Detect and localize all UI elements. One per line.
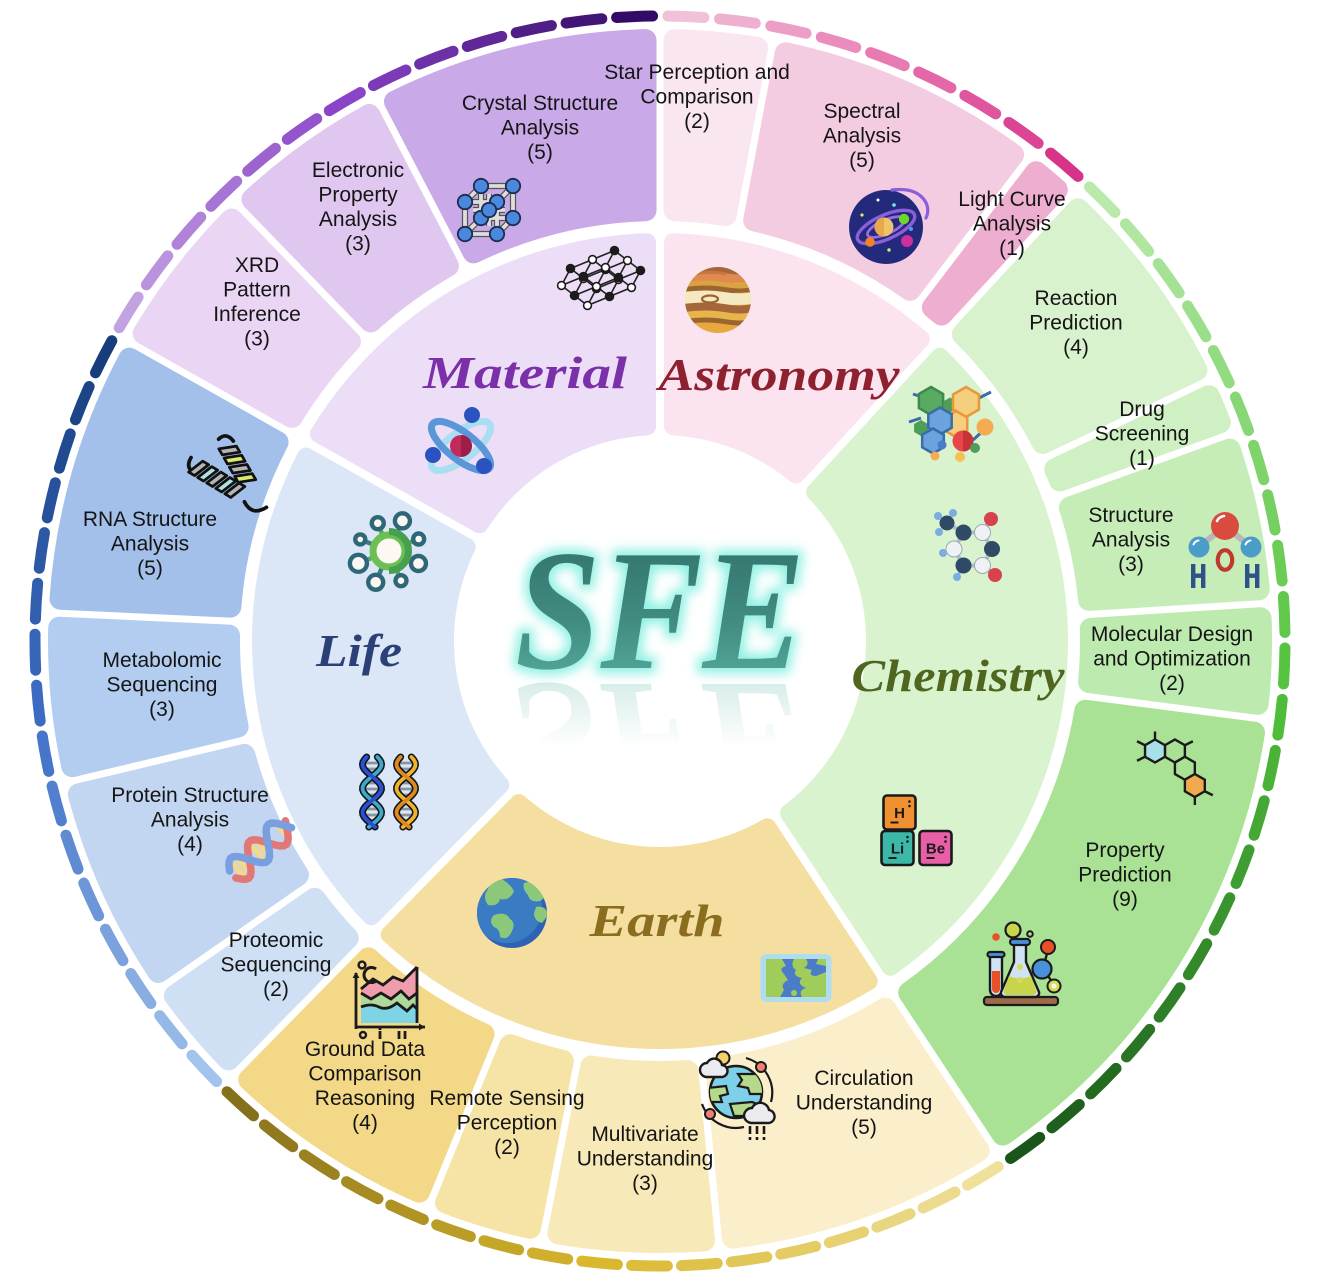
svg-text:Astronomy: Astronomy [655, 349, 900, 400]
svg-text:and Optimization: and Optimization [1093, 648, 1251, 671]
svg-text:(3): (3) [1118, 553, 1144, 576]
svg-text:Analysis: Analysis [973, 213, 1051, 236]
svg-text:Proteomic: Proteomic [229, 929, 324, 952]
svg-text:Perception: Perception [457, 1112, 557, 1135]
svg-text:Structure: Structure [1088, 504, 1173, 527]
svg-text:Analysis: Analysis [823, 125, 901, 148]
svg-text:Drug: Drug [1119, 398, 1165, 421]
svg-text:(9): (9) [1112, 888, 1138, 911]
svg-text:(1): (1) [999, 237, 1025, 260]
svg-text:Molecular Design: Molecular Design [1091, 623, 1253, 646]
svg-text:Reasoning: Reasoning [315, 1087, 415, 1110]
svg-text:Pattern: Pattern [223, 278, 291, 301]
svg-text:Reaction: Reaction [1035, 287, 1118, 310]
svg-text:Chemistry: Chemistry [852, 650, 1066, 701]
svg-text:(5): (5) [851, 1116, 877, 1139]
svg-text:(3): (3) [632, 1172, 658, 1195]
svg-text:(3): (3) [149, 698, 175, 721]
svg-text:Be: Be [926, 841, 945, 858]
svg-text:Ground Data: Ground Data [305, 1038, 426, 1061]
svg-text:Light Curve: Light Curve [958, 188, 1065, 211]
svg-text:Remote Sensing: Remote Sensing [429, 1087, 584, 1110]
svg-text:Understanding: Understanding [577, 1148, 714, 1171]
svg-text:(3): (3) [345, 232, 371, 255]
svg-text:Li: Li [891, 841, 904, 858]
svg-text:Crystal Structure: Crystal Structure [462, 92, 618, 115]
svg-text:Understanding: Understanding [796, 1092, 933, 1115]
svg-text:Analysis: Analysis [151, 809, 229, 832]
svg-text:Spectral: Spectral [823, 100, 900, 123]
svg-text:Electronic: Electronic [312, 159, 404, 182]
svg-text:H: H [894, 805, 905, 822]
svg-text:Sequencing: Sequencing [221, 954, 332, 977]
svg-text:Analysis: Analysis [501, 117, 579, 140]
svg-text:Comparison: Comparison [308, 1062, 421, 1085]
svg-text:Screening: Screening [1095, 423, 1190, 446]
svg-text:Life: Life [315, 625, 402, 676]
svg-text:Inference: Inference [213, 303, 301, 326]
svg-text:RNA Structure: RNA Structure [83, 508, 217, 531]
svg-text:Metabolomic: Metabolomic [102, 649, 221, 672]
svg-text:Material: Material [422, 347, 628, 398]
svg-text:Property: Property [318, 183, 398, 206]
svg-text:Multivariate: Multivariate [591, 1123, 698, 1146]
svg-text:Star Perception and: Star Perception and [604, 61, 790, 84]
svg-text:(2): (2) [684, 110, 710, 133]
svg-text:Comparison: Comparison [640, 86, 753, 109]
svg-text:Analysis: Analysis [111, 533, 189, 556]
svg-text:Prediction: Prediction [1078, 864, 1171, 887]
svg-text:Protein Structure: Protein Structure [111, 784, 269, 807]
svg-text:(3): (3) [244, 327, 270, 350]
svg-text:Analysis: Analysis [319, 208, 397, 231]
svg-text:(5): (5) [527, 141, 553, 164]
svg-text:(5): (5) [137, 557, 163, 580]
svg-text:Earth: Earth [588, 895, 724, 946]
svg-text:Sequencing: Sequencing [107, 674, 218, 697]
svg-text:(2): (2) [1159, 672, 1185, 695]
svg-text:SFE: SFE [515, 516, 805, 706]
svg-text:(4): (4) [352, 1111, 378, 1134]
svg-text:Property: Property [1085, 839, 1165, 862]
svg-text:(1): (1) [1129, 447, 1155, 470]
svg-text:Analysis: Analysis [1092, 529, 1170, 552]
svg-text:XRD: XRD [235, 254, 279, 277]
svg-text:(5): (5) [849, 149, 875, 172]
svg-text:Prediction: Prediction [1029, 312, 1122, 335]
svg-text:(4): (4) [1063, 336, 1089, 359]
svg-text:(2): (2) [263, 978, 289, 1001]
svg-text:(2): (2) [494, 1136, 520, 1159]
svg-text:(4): (4) [177, 833, 203, 856]
svg-text:Circulation: Circulation [814, 1067, 913, 1090]
